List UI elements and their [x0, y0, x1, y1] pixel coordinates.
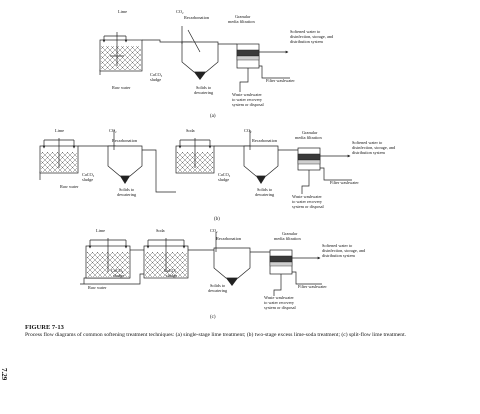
recarbonation-basin-c: [213, 247, 251, 279]
recarbonation-basin-b2: [243, 145, 279, 177]
sublabel-b: (b): [214, 217, 220, 222]
label-softened-b2: disinfection, storage, and: [352, 145, 396, 151]
label-waste-b1: Waste washwater: [292, 194, 322, 199]
sludge-blanket-a: [101, 46, 141, 70]
page-number: 7.29: [0, 368, 8, 381]
filter-media-c: [269, 255, 293, 263]
label-waste-1: Waste washwater: [232, 92, 262, 97]
flow-to-stage2-b: [142, 149, 176, 193]
label-sludge-b2: sludge: [218, 177, 229, 182]
label-caco3-c2: CaCO₃: [164, 268, 177, 273]
co2-diffuser-a: [187, 29, 201, 53]
label-recarbonation-b1: Recarbonation: [112, 138, 138, 143]
label-solids-1: Solids to: [196, 85, 211, 90]
label-softened-c2: disinfection, storage, and: [322, 248, 366, 254]
label-lime: Lime: [118, 9, 127, 14]
label-waste-b3: system or disposal: [292, 204, 325, 209]
label-lime-c: Lime: [96, 228, 105, 233]
diagram-c: Lime Soda CO₂ Recarbonation Granular med…: [80, 228, 366, 320]
label-media-filtration-c: media filtration: [274, 236, 301, 241]
waste-line-a: [239, 68, 249, 92]
label-solids-b1a: Solids to: [119, 187, 134, 192]
label-waste-b2: to water recovery: [292, 199, 323, 204]
label-solids-c2: dewatering: [208, 288, 228, 293]
label-waste-c3: system or disposal: [264, 305, 297, 310]
label-sludge: sludge: [150, 77, 161, 82]
filter-washwater-line-c: [292, 271, 322, 285]
label-lime-b: Lime: [55, 128, 64, 133]
label-sludge-c1: sludge: [113, 273, 124, 278]
label-solids-c1: Solids to: [210, 283, 225, 288]
label-media-filtration-b: media filtration: [295, 135, 322, 140]
label-co2-b1: CO₂: [109, 128, 117, 133]
filter-media-b: [297, 153, 321, 161]
label-recarbonation: Recarbonation: [184, 15, 210, 20]
filter-gravel-c: [269, 261, 293, 267]
label-solids-2: dewatering: [194, 90, 214, 95]
label-waste-3: system or disposal: [232, 102, 265, 107]
label-granular: Granular: [235, 14, 251, 19]
solids-hopper-a: [194, 72, 206, 80]
filter-gravel-b: [297, 159, 321, 165]
label-sludge-b1: sludge: [82, 177, 93, 182]
label-soda-b: Soda: [186, 128, 195, 133]
solids-hopper-c: [226, 278, 238, 286]
label-solids-b2b: dewatering: [255, 192, 275, 197]
filter-washwater-line-a: [259, 65, 290, 79]
label-waste-2: to water recovery: [232, 97, 263, 102]
filter-gravel-a: [236, 55, 260, 61]
recarbonation-basin-b1: [107, 145, 143, 177]
label-granular-c: Granular: [282, 231, 298, 236]
label-solids-b1b: dewatering: [117, 192, 137, 197]
label-recarbonation-c: Recarbonation: [216, 236, 242, 241]
label-raw-water: Raw water: [112, 85, 131, 90]
label-softened-b3: distribution system: [352, 150, 385, 155]
figure-title: FIGURE 7-13: [25, 324, 64, 331]
label-caco3-b1: CaCO₃: [82, 172, 95, 177]
label-waste-c2: to water recovery: [264, 300, 295, 305]
filter-media-a: [236, 49, 260, 57]
diagram-b: Lime CO₂ Recarbonation Soda CO₂ Recarbon…: [39, 128, 396, 222]
label-filter-ww-c: Filter washwater: [298, 284, 327, 289]
label-recarbonation-b2: Recarbonation: [252, 138, 278, 143]
label-media-filtration: media filtration: [228, 19, 255, 24]
label-caco3-b2: CaCO₃: [218, 172, 231, 177]
label-solids-b2a: Solids to: [257, 187, 272, 192]
label-filter-ww-b: Filter washwater: [330, 180, 359, 185]
label-softened-c1: Softened water to: [322, 243, 352, 248]
label-softened-2: disinfection, storage, and: [290, 34, 334, 40]
label-caco3-c1: CaCO₃: [111, 268, 124, 273]
label-raw-water-c: Raw water: [88, 285, 107, 290]
recarbonation-basin-a: [181, 41, 219, 73]
label-caco3: CaCO₃: [150, 72, 163, 77]
sublabel-c: (c): [210, 315, 216, 320]
label-co2-b2: CO₂: [244, 128, 252, 133]
label-soda-c: Soda: [156, 228, 165, 233]
filter-washwater-line-b: [320, 167, 352, 181]
label-raw-water-b: Raw water: [60, 184, 79, 189]
label-granular-b: Granular: [302, 130, 318, 135]
label-waste-c1: Waste washwater: [264, 295, 294, 300]
waste-line-c: [273, 274, 282, 296]
solids-hopper-b1: [120, 176, 130, 184]
label-softened-b1: Softened water to: [352, 140, 382, 145]
waste-line-b: [301, 170, 310, 194]
sublabel-a: (a): [210, 114, 216, 119]
label-sludge-c2: sludge: [166, 273, 177, 278]
raw-water-line-c: [83, 277, 130, 284]
label-softened-3: distribution system: [290, 39, 323, 44]
label-co2: CO₂: [176, 9, 184, 14]
solids-hopper-b2: [256, 176, 266, 184]
label-filter-ww: Filter washwater: [266, 78, 295, 83]
diagram-a: Lime CO₂ Recarbonation Granular media fi…: [99, 9, 334, 119]
flow-to-recarb-a: [142, 39, 192, 43]
label-softened-1: Softened water to: [290, 29, 320, 34]
figure-caption: Process flow diagrams of common softenin…: [25, 332, 407, 338]
label-softened-c3: distribution system: [322, 253, 355, 258]
label-co2-c: CO₂: [210, 228, 218, 233]
